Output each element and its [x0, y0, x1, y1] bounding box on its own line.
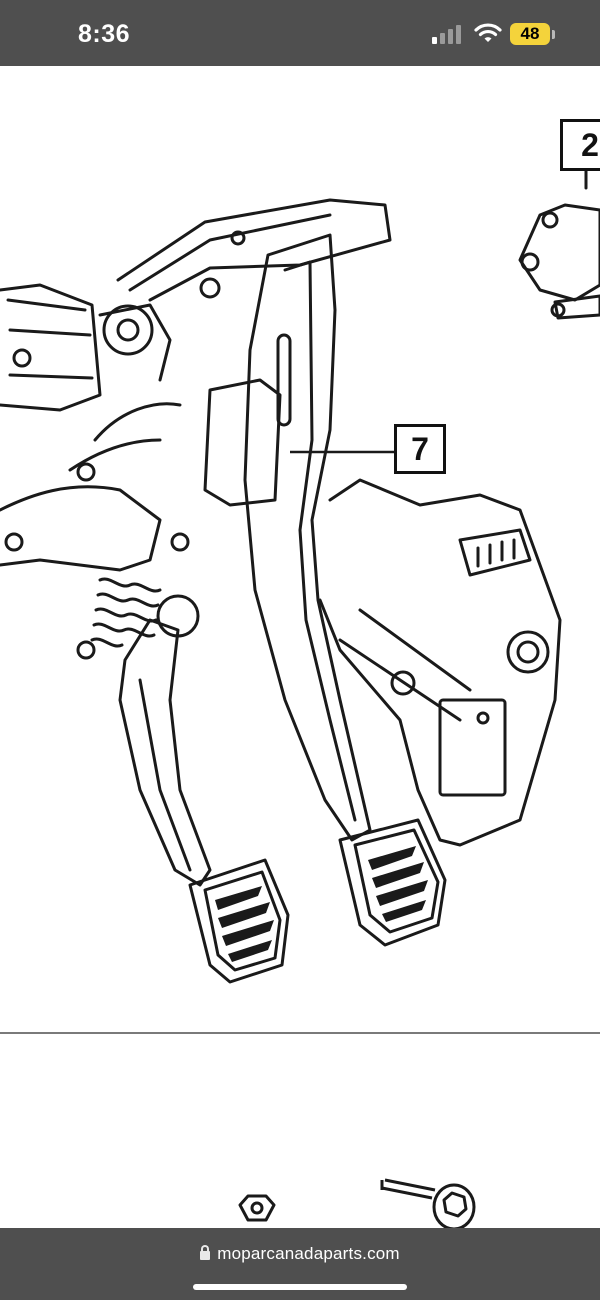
parts-diagram: 2 7 [0, 66, 600, 1228]
pedal-assembly-diagram [0, 168, 600, 984]
fastener-diagram [238, 1178, 476, 1228]
address-display[interactable]: moparcanadaparts.com [0, 1244, 600, 1264]
status-bar: 8:36 48 [0, 0, 600, 66]
clock: 8:36 [78, 20, 131, 48]
browser-url-bar[interactable]: moparcanadaparts.com [0, 1228, 600, 1300]
home-indicator[interactable] [193, 1284, 407, 1290]
battery-icon: 48 [510, 23, 550, 45]
callout-2[interactable]: 2 [560, 119, 600, 171]
wifi-icon [474, 23, 502, 42]
callout-7[interactable]: 7 [394, 424, 446, 474]
battery-tip [552, 30, 555, 39]
cellular-signal-icon [432, 25, 461, 44]
diagram-divider [0, 1032, 600, 1034]
lock-icon [200, 1245, 211, 1260]
url-text: moparcanadaparts.com [217, 1244, 400, 1263]
